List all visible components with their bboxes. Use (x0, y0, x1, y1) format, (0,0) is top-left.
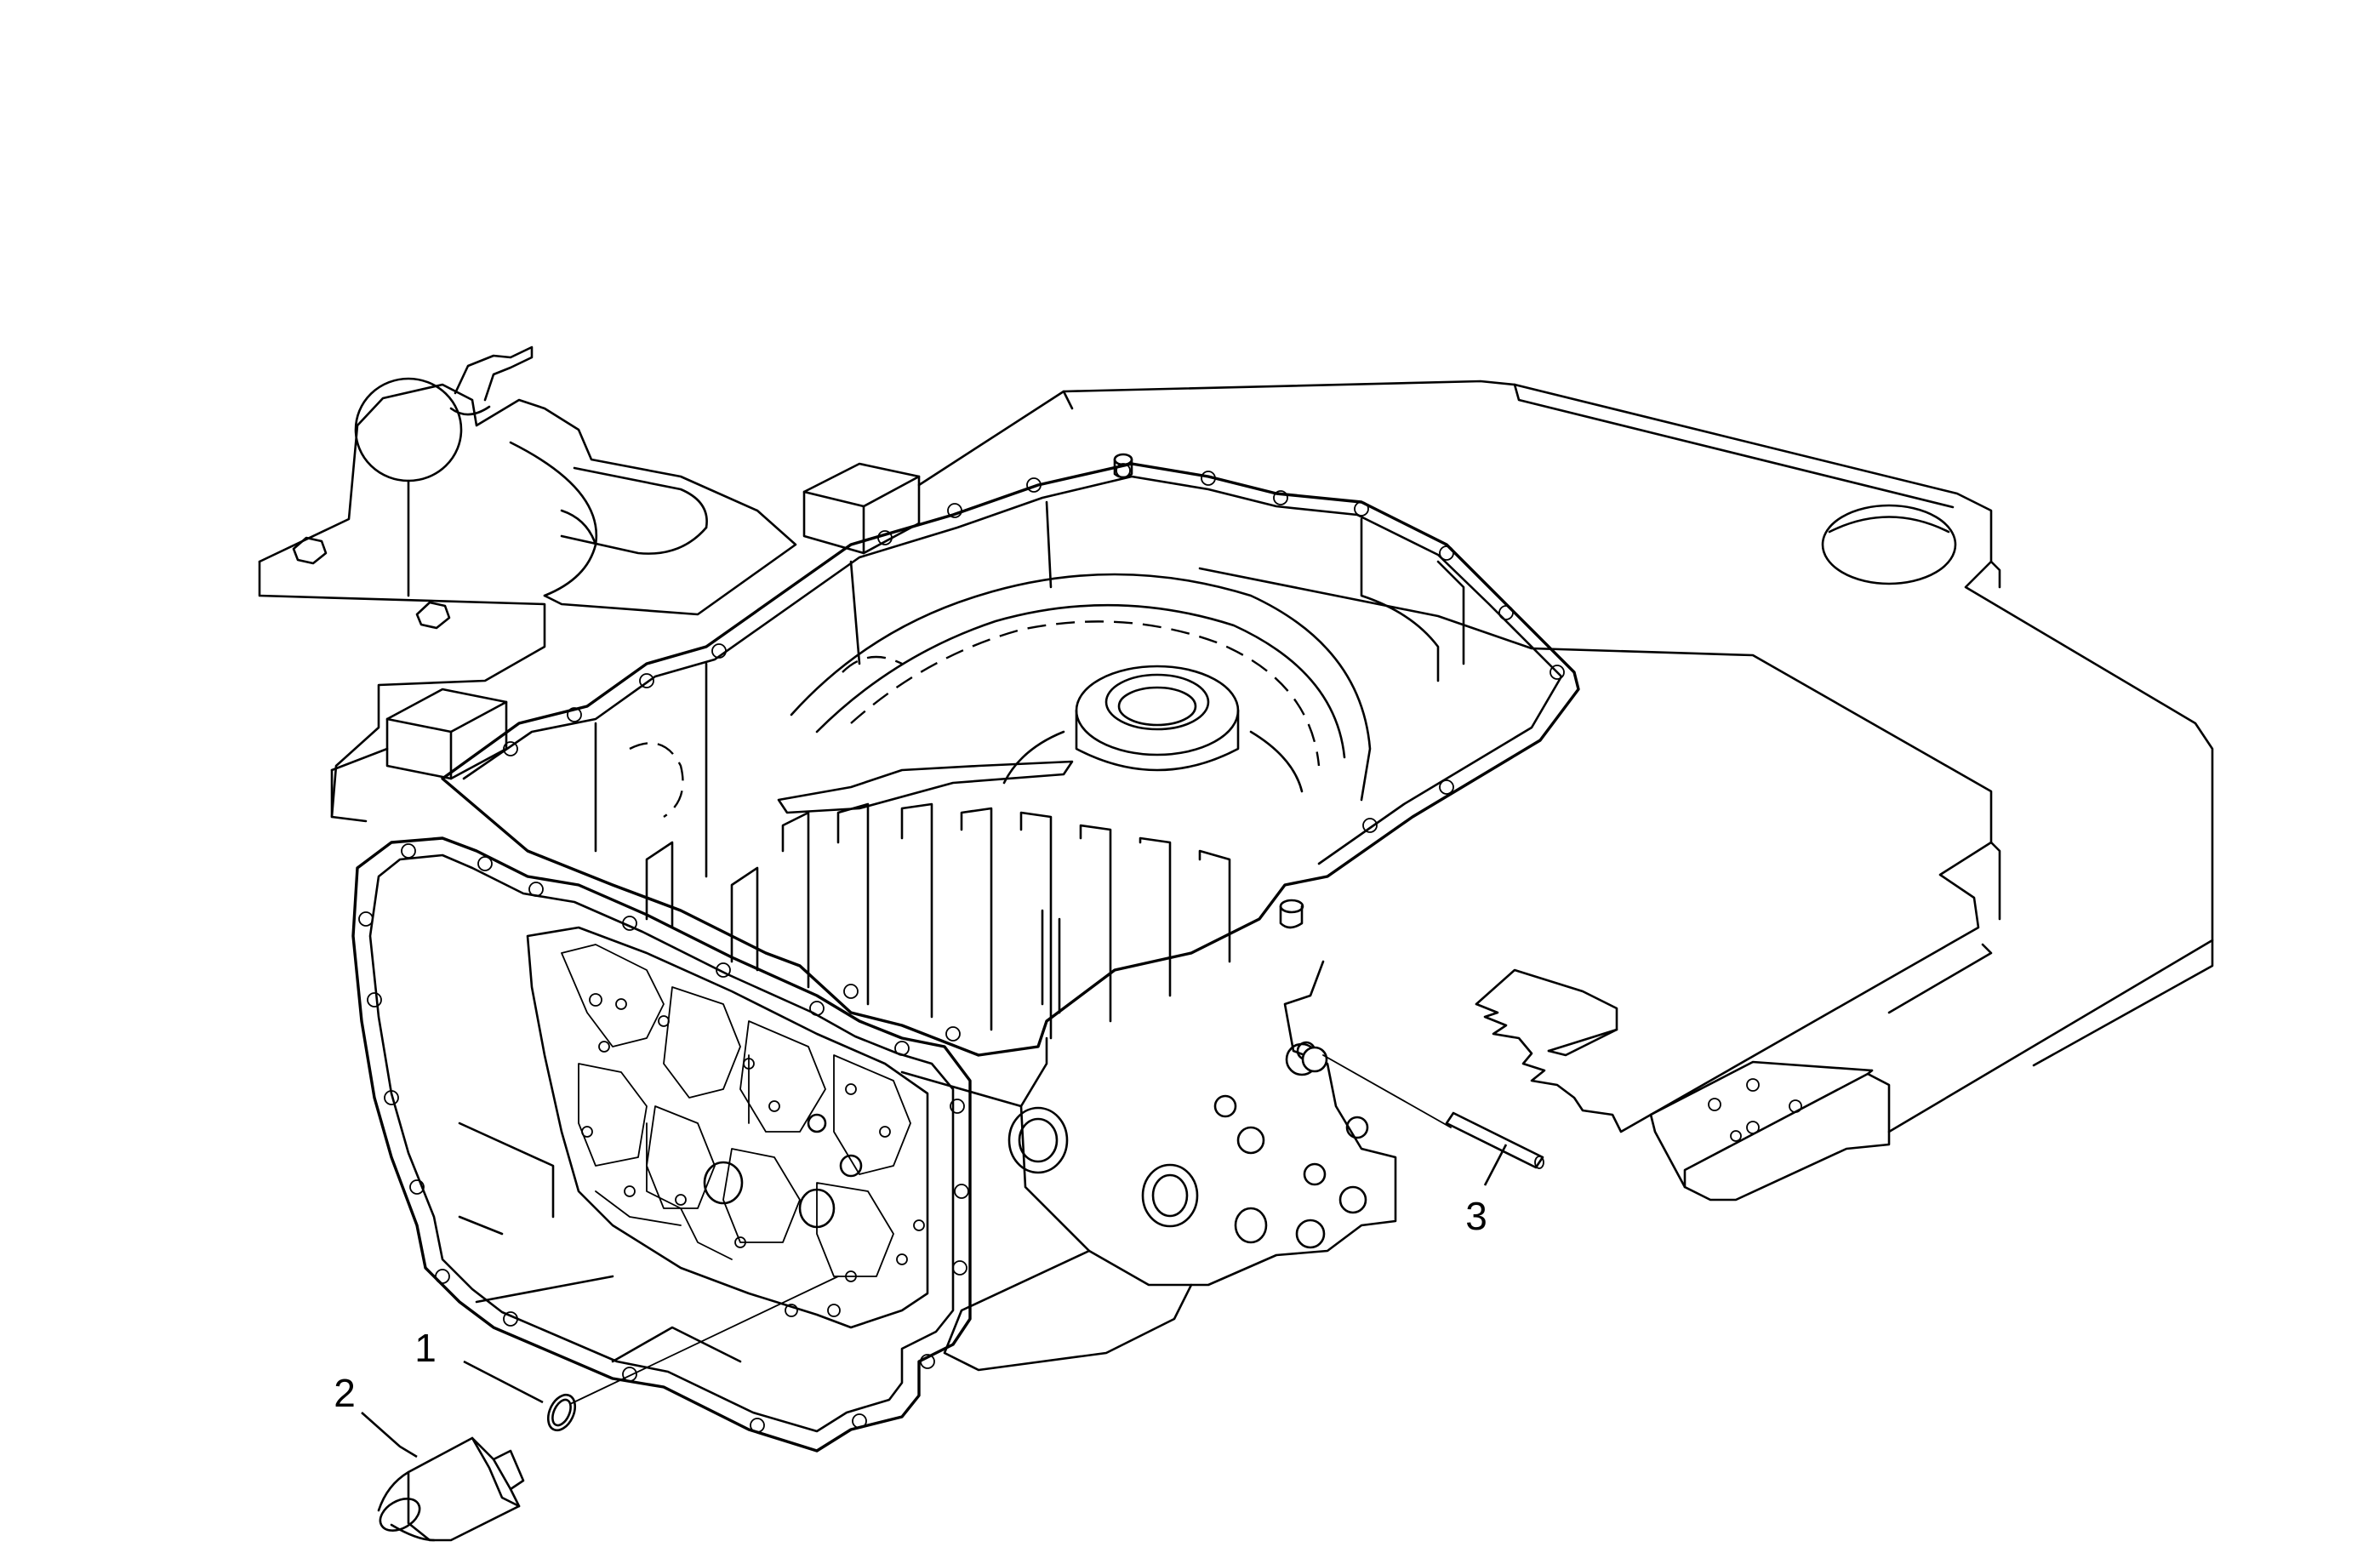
callout-3-label: 3 (1465, 1194, 1487, 1238)
transmission-case (441, 453, 1580, 1372)
fixture-upright (258, 345, 921, 823)
part-3-shaft (1301, 1046, 1544, 1169)
valve-body (526, 926, 929, 1329)
callout-2: 2 (334, 1371, 418, 1458)
valve-body-gasket (351, 836, 972, 1453)
callout-1-label: 1 (414, 1326, 437, 1370)
callout-1: 1 (414, 1326, 544, 1404)
part-1-oring (546, 1276, 839, 1432)
fixture-plate (917, 380, 2214, 1202)
callout-2-label: 2 (334, 1371, 356, 1415)
callout-3: 3 (1465, 1144, 1508, 1238)
part-2-plug (377, 1436, 525, 1542)
